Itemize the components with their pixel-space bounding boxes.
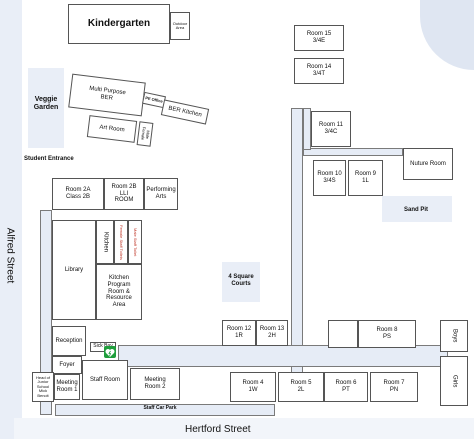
meeting-room-2-label: Meeting Room 2: [144, 377, 166, 390]
room-8-label: Room 8 PS: [376, 327, 398, 340]
female-staff-toilets: Female Staff Toilets: [114, 220, 128, 264]
foyer-label: Foyer: [59, 361, 75, 368]
veggie-garden-zone: [28, 68, 64, 148]
boys-label: Boys: [451, 329, 458, 343]
performing-arts-label: Performing Arts: [146, 187, 176, 200]
staff-room-label: Staff Room: [90, 376, 120, 383]
left-grounds: [0, 0, 22, 439]
four-square-label: 4 Square Courts: [228, 274, 254, 287]
staff-room: Staff Room: [82, 360, 128, 400]
room-5: Room 5 2L: [278, 372, 324, 402]
kindergarten: Kindergarten: [68, 4, 170, 44]
sand-pit-label: Sand Pit: [403, 207, 428, 213]
head-office-label: Head of Junior School Mick Benoit: [35, 375, 50, 398]
sand-pit-zone: [382, 196, 452, 222]
room-13: Room 13 2H: [256, 320, 288, 346]
veggie-garden-label: Veggie Garden: [33, 96, 59, 112]
room-12-label: Room 12 1R: [226, 326, 252, 339]
alfred-street-label: Alfred Street: [4, 227, 16, 284]
female-staff-toilets-label: Female Staff Toilets: [119, 224, 125, 260]
meeting-room-2: Meeting Room 2: [130, 368, 180, 400]
room-4: Room 4 1W: [230, 372, 276, 402]
male-staff-toilet: Male Staff Toilet: [128, 220, 142, 264]
room-7: Room 7 PN: [370, 372, 418, 402]
room-12: Room 12 1R: [222, 320, 256, 346]
east-unit-small: [328, 320, 358, 348]
staff-car-park-label: Staff Car Park: [143, 405, 177, 411]
ber-kitchen: BER Kitchen: [160, 99, 210, 125]
walkway-south-corridor: [118, 345, 448, 367]
multi-purpose-label: Multi Purpose BER: [88, 85, 127, 102]
room-11-label: Room 11 3/4C: [319, 122, 343, 135]
room-6-label: Room 6 PT: [335, 380, 357, 393]
hertford-street-label: Hertford Street: [185, 424, 251, 435]
room-14: Room 14 3/4T: [294, 58, 344, 84]
room-5-label: Room 5 2L: [290, 380, 312, 393]
room-11: Room 11 3/4C: [311, 111, 351, 147]
room-10-label: Room 10 3/4S: [317, 171, 342, 184]
room-7-label: Room 7 PN: [383, 380, 405, 393]
performing-arts: Performing Arts: [144, 178, 178, 210]
room-2a: Room 2A Class 2B: [52, 178, 104, 210]
defibrillator-icon: [104, 346, 116, 358]
room-9-label: Room 9 1L: [354, 171, 376, 184]
room-8: Room 8 PS: [358, 320, 416, 348]
walkway-room11-link: [303, 148, 403, 156]
nuture-room-label: Nuture Room: [410, 160, 446, 167]
girls-label: Girls: [451, 374, 458, 388]
kitchen: Kitchen: [96, 220, 114, 264]
kitchen-program-label: Kitchen Program Room & Resource Area: [106, 274, 132, 309]
meeting-room-1: Meeting Room 1: [54, 374, 80, 400]
library: Library: [52, 220, 96, 320]
male-female-label: Male Female: [140, 126, 151, 141]
room-9: Room 9 1L: [348, 160, 383, 196]
kitchen-program-room: Kitchen Program Room & Resource Area: [96, 264, 142, 320]
room-10: Room 10 3/4S: [313, 160, 346, 196]
girls-toilets: Girls: [440, 356, 468, 406]
multi-purpose-room: Multi Purpose BER: [68, 73, 146, 117]
male-staff-toilet-label: Male Staff Toilet: [133, 227, 139, 257]
room-2a-label: Room 2A Class 2B: [65, 187, 91, 200]
student-entrance-label: Student Entrance: [24, 156, 74, 162]
foyer: Foyer: [52, 356, 82, 374]
ber-kitchen-label: BER Kitchen: [167, 105, 203, 119]
outdoor-area: Outdoor Area: [170, 12, 190, 40]
walkway-west-covered: [40, 210, 52, 415]
nuture-room: Nuture Room: [403, 148, 453, 180]
room-15: Room 15 3/4E: [294, 25, 344, 51]
room-6: Room 6 PT: [324, 372, 368, 402]
room-2b: Room 2B LLI ROOM: [104, 178, 144, 210]
walkway-room11-stem: [303, 108, 311, 150]
four-square-courts-zone: [222, 262, 260, 302]
room-4-label: Room 4 1W: [242, 380, 264, 393]
outdoor-area-label: Outdoor Area: [172, 20, 188, 30]
art-room-label: Art Room: [99, 124, 125, 134]
male-female-toilets: Male Female: [136, 121, 154, 147]
kitchen-label: Kitchen: [102, 231, 109, 252]
art-room: Art Room: [86, 115, 138, 143]
room-14-label: Room 14 3/4T: [306, 64, 332, 77]
reception-label: Reception: [55, 337, 83, 344]
kindergarten-label: Kindergarten: [87, 18, 151, 30]
walkway-staff-car-park: [55, 404, 275, 416]
room-2b-label: Room 2B LLI ROOM: [111, 183, 137, 204]
room-13-label: Room 13 2H: [259, 326, 285, 339]
head-of-junior-school-office: Head of Junior School Mick Benoit: [32, 372, 54, 402]
north-east-grass: [420, 0, 474, 70]
library-label: Library: [64, 266, 84, 273]
south-strip: [14, 418, 474, 439]
reception: Reception: [52, 326, 86, 356]
walkway-north-central: [291, 108, 303, 378]
heart-bolt-icon: [105, 349, 115, 357]
pe-office-label: PE Office: [144, 95, 164, 104]
room-15-label: Room 15 3/4E: [306, 31, 332, 44]
boys-toilets: Boys: [440, 320, 468, 352]
meeting-room-1-label: Meeting Room 1: [56, 380, 78, 393]
